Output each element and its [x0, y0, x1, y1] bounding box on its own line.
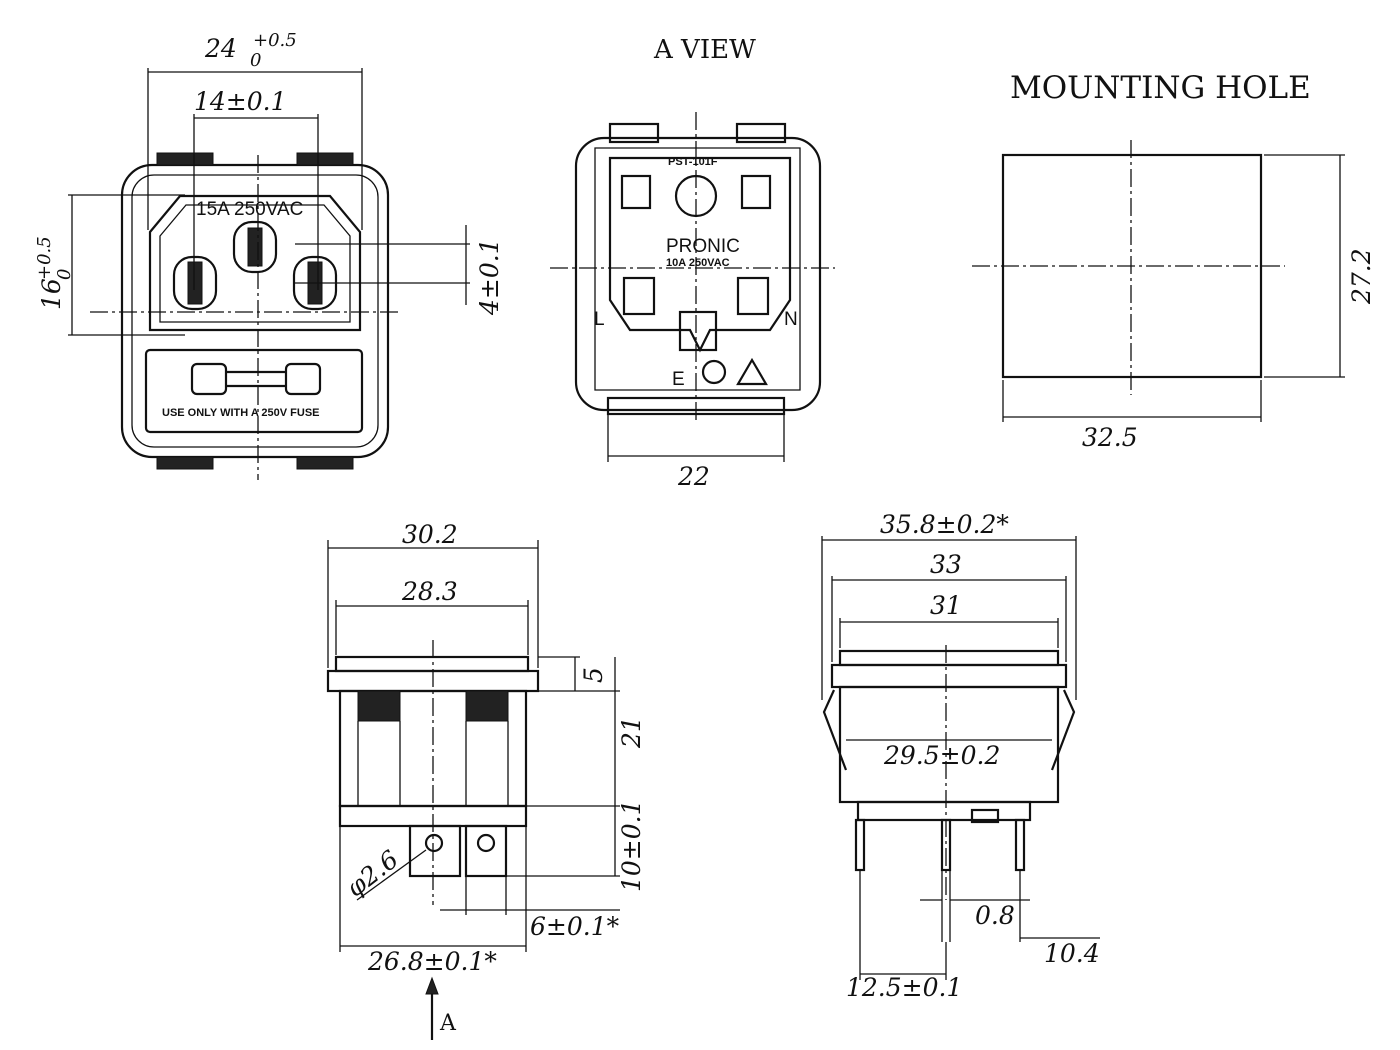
a-view-brand: PRONIC	[666, 236, 740, 257]
front-width-tol-lower: 0	[250, 50, 261, 71]
ground-icon	[701, 359, 727, 385]
side-flange: 5	[579, 667, 608, 683]
side-pin-length: 10±0.1	[617, 799, 646, 892]
front-width-main: 24	[204, 34, 237, 63]
side-pin-hole: φ2.6	[341, 845, 404, 903]
front-height-tol-lower: 0	[54, 269, 75, 280]
certification-icon	[736, 357, 768, 386]
end-pin-thickness: 0.8	[975, 901, 1015, 930]
a-view-width: 22	[677, 462, 710, 491]
front-rating: 15A 250VAC	[196, 199, 303, 220]
a-view-label-n: N	[784, 309, 798, 330]
front-offset: 4±0.1	[475, 238, 504, 316]
side-body-height: 21	[617, 716, 646, 749]
end-w295: 29.5±0.2	[883, 741, 1000, 770]
side-pin-span: 26.8±0.1*	[367, 947, 497, 976]
side-arrow-label: A	[439, 1011, 457, 1036]
front-height-main: 16	[37, 278, 66, 310]
front-height-tol-upper: +0.5	[34, 236, 55, 280]
a-view-title: A VIEW	[653, 35, 756, 65]
mounting-hole-height: 27.2	[1347, 248, 1376, 305]
front-pin-spacing: 14±0.1	[194, 87, 287, 116]
mounting-hole-width: 32.5	[1082, 423, 1138, 452]
side-inner-width: 28.3	[401, 577, 458, 606]
end-w33: 33	[930, 550, 962, 579]
a-view: A VIEW PST-101F PRONIC 10A 250VAC L N E …	[550, 35, 835, 491]
a-view-model: PST-101F	[668, 156, 718, 168]
a-view-rating: 10A 250VAC	[666, 257, 730, 269]
end-pin-pitch: 12.5±0.1	[846, 973, 962, 1002]
mounting-hole-title: MOUNTING HOLE	[1010, 70, 1311, 106]
mounting-hole: MOUNTING HOLE 32.5 27.2	[972, 70, 1376, 452]
fuse-note: USE ONLY WITH A 250V FUSE	[162, 407, 320, 419]
side-outer-width: 30.2	[402, 520, 458, 549]
front-width-tol-upper: +0.5	[253, 30, 297, 51]
side-pin-width: 6±0.1*	[530, 912, 620, 941]
front-view: 15A 250VAC USE ONLY WITH A 250V FUSE 24 …	[34, 30, 504, 480]
end-view: 35.8±0.2* 33 31 29.5±0.2 0.8 10.4 12.5±0…	[821, 510, 1100, 1002]
side-view: 30.2 28.3 5 21 10±0.1 φ2.6 6±0.1* 26.8±0	[326, 520, 646, 1040]
end-pin-offset: 10.4	[1044, 939, 1100, 968]
end-w31: 31	[930, 591, 962, 620]
end-overall: 35.8±0.2*	[880, 510, 1009, 539]
a-view-label-e: E	[672, 369, 685, 390]
a-view-label-l: L	[594, 309, 605, 330]
